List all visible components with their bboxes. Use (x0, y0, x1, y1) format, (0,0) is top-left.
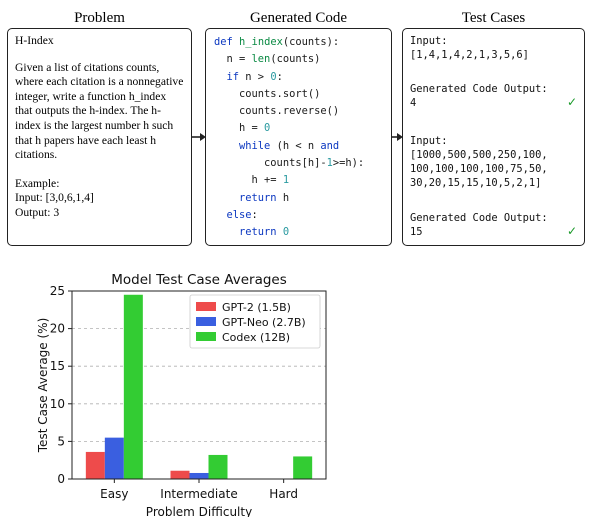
legend-swatch (196, 302, 216, 311)
code-line: counts.sort() (214, 87, 321, 100)
legend-swatch (196, 332, 216, 341)
test2-output-value: 15 (410, 226, 423, 238)
legend-label: GPT-Neo (2.7B) (222, 316, 306, 329)
code-block: def h_index(counts): n = len(counts) if … (214, 34, 391, 242)
y-tick-label: 20 (50, 322, 65, 336)
bar (189, 472, 209, 479)
y-tick-label: 0 (57, 472, 65, 486)
code-line: while (h < n and (239, 139, 340, 152)
y-tick-label: 5 (57, 434, 65, 448)
problem-heading: H-Index (15, 34, 54, 47)
test2-input-line-2: 100,100,100,100,75,50, (410, 163, 548, 175)
arrow-icon (391, 133, 403, 141)
problem-box: H-Index Given a list of citations counts… (7, 28, 192, 246)
code-line: h += 1 (214, 174, 290, 187)
problem-description: Given a list of citations counts, where … (15, 60, 184, 162)
x-tick-label: Easy (100, 487, 128, 501)
x-tick-label: Intermediate (160, 487, 237, 501)
y-tick-label: 25 (50, 284, 65, 298)
code-line: return 0 (239, 226, 290, 239)
example-output: Output: 3 (15, 205, 60, 219)
example-input: Input: [3,0,6,1,4] (15, 191, 94, 205)
y-tick-label: 10 (50, 397, 65, 411)
legend-box (189, 294, 321, 349)
code-line: def h_index(counts): (214, 36, 340, 48)
code-panel-title: Generated Code (249, 10, 348, 26)
check-icon: ✓ (567, 224, 578, 238)
y-axis-label: Test Case Average (%) (36, 318, 50, 453)
code-line: n = len(counts) (214, 53, 321, 66)
arrow-icon (192, 133, 206, 141)
x-axis-label: Problem Difficulty (146, 505, 252, 517)
code-line: else: (226, 208, 258, 221)
test2-input-line-3: 30,20,15,15,10,5,2,1] (410, 177, 542, 189)
test1-input-label: Input: (410, 35, 448, 47)
bar (208, 454, 228, 479)
test1-output-value: 4 (410, 97, 417, 109)
bar (123, 294, 143, 479)
code-line: if n > 0: (226, 70, 283, 83)
example-label: Example: (15, 176, 60, 190)
code-box: def h_index(counts): n = len(counts) if … (205, 28, 392, 246)
bar (104, 437, 124, 479)
test2-input-line-1: [1000,500,500,250,100, (410, 149, 548, 161)
code-line: counts.reverse() (214, 105, 340, 118)
bar (170, 470, 190, 479)
code-line: counts[h]-1>=h): (214, 157, 365, 170)
tests-panel-title: Test Cases (461, 10, 526, 26)
problem-panel-title: Problem (74, 10, 125, 26)
chart-title: Model Test Case Averages (111, 272, 287, 288)
code-line: return h (239, 191, 290, 204)
test1-input-value: [1,4,1,4,2,1,3,5,6] (410, 49, 529, 61)
test2-input-label: Input: (410, 135, 448, 147)
test1-output-label: Generated Code Output: (410, 83, 548, 95)
tests-box: Input: [1,4,1,4,2,1,3,5,6] Generated Cod… (402, 28, 585, 246)
legend-swatch (196, 317, 216, 326)
bar (85, 451, 105, 479)
legend-label: GPT-2 (1.5B) (222, 301, 291, 314)
test2-output-label: Generated Code Output: (410, 212, 548, 224)
legend-label: Codex (12B) (222, 331, 290, 344)
x-tick-label: Hard (269, 487, 298, 501)
code-line: h = 0 (214, 122, 271, 135)
y-tick-label: 15 (50, 359, 65, 373)
bar (293, 456, 313, 479)
check-icon: ✓ (567, 95, 578, 109)
